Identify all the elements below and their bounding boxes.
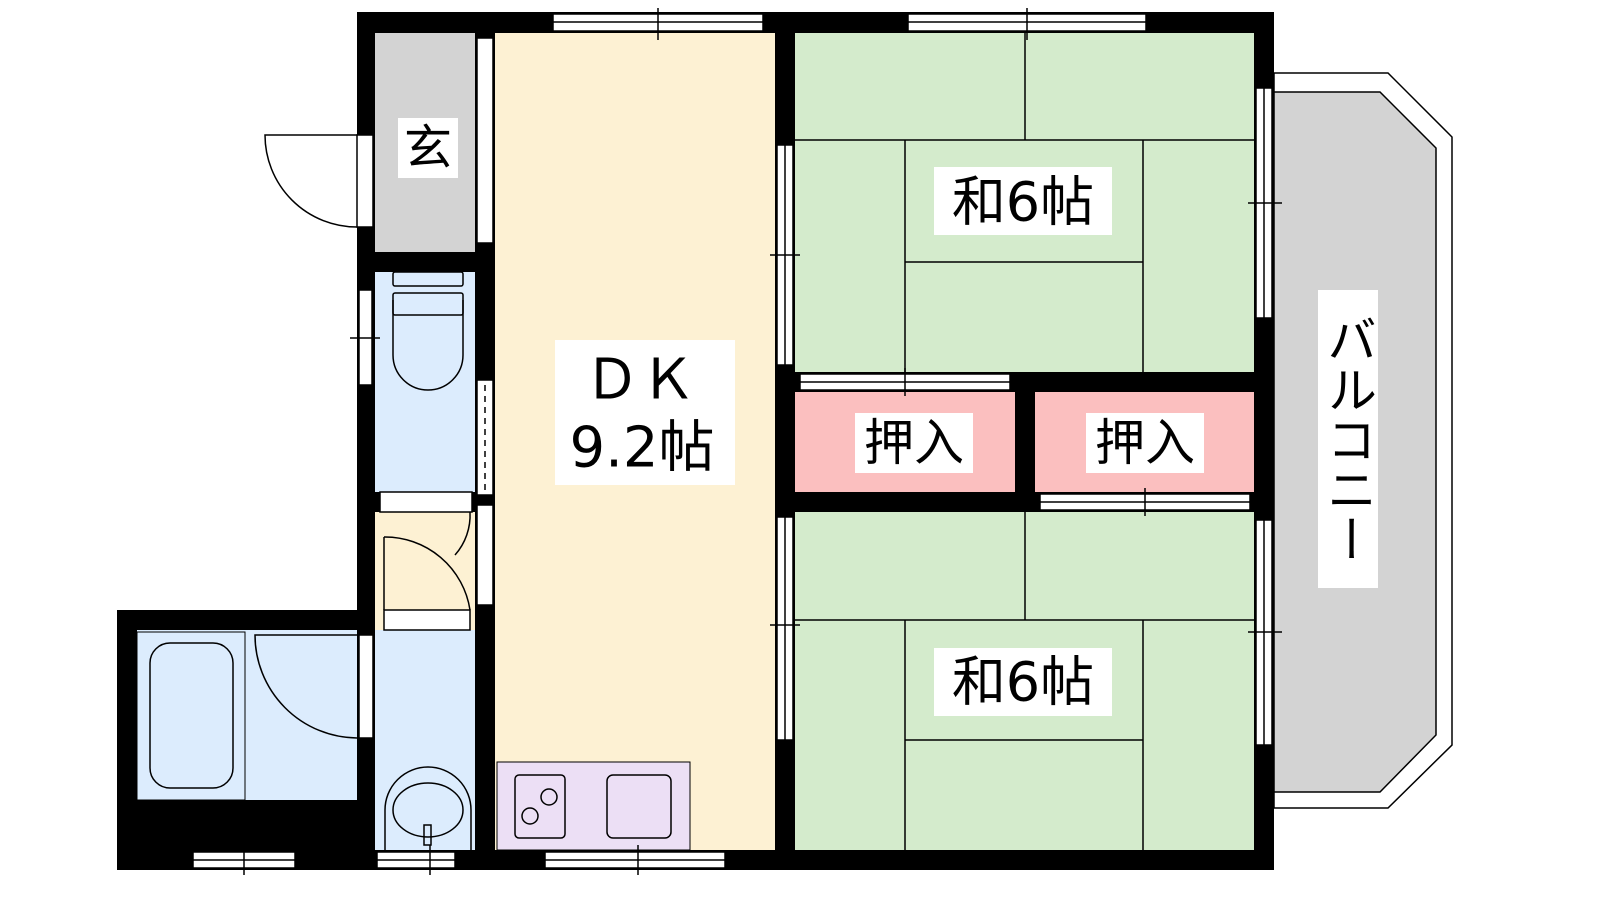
dk-label: ＤＫ [584,348,696,413]
washroom-floor [375,630,475,850]
washbasin [384,766,472,850]
toilet-floor [375,272,475,492]
genkan-label: 玄 [404,120,452,176]
washitsu-upper-label: 和6帖 [952,171,1094,234]
toilet-fixture [392,271,464,391]
doors [254,134,473,739]
entrance-door [264,134,358,228]
tatami-lines [795,33,1254,850]
balcony-label: バルコニー [1319,314,1377,564]
dk-size-label: 9.2帖 [569,416,714,481]
windows [192,8,1282,875]
closet-left-label: 押入 [864,414,964,472]
toilet-door [383,536,471,611]
bath-door [254,634,358,739]
washitsu-lower-label: 和6帖 [952,651,1094,714]
kitchen-sink [606,774,672,839]
bathtub [136,631,246,801]
closet-right-label: 押入 [1095,414,1195,472]
kitchen-counter [496,761,691,851]
bath-floor [137,630,357,800]
stove [514,774,566,839]
